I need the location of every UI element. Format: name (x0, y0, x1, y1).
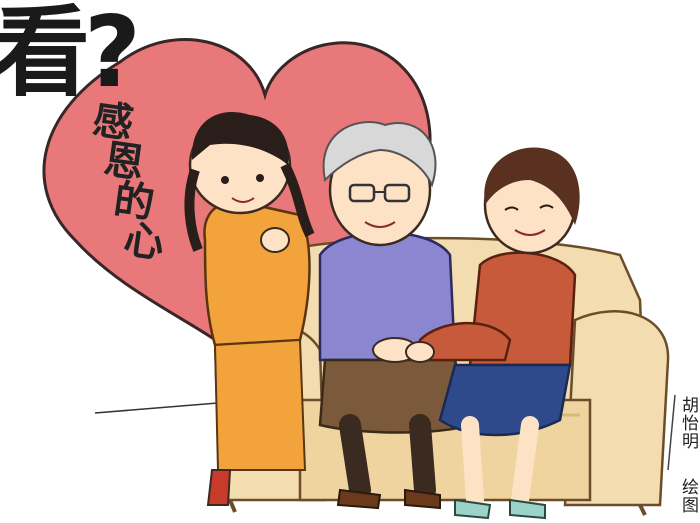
girl-figure (184, 112, 315, 506)
credit-divider (667, 394, 676, 471)
author-name-2: 怡 (682, 414, 699, 434)
headline-fragment: 看? (0, 0, 141, 110)
mother-figure (405, 147, 580, 520)
author-name-1: 胡 (682, 396, 699, 416)
author-name-3: 明 (682, 432, 699, 452)
heart-caption-4: 心 (120, 216, 168, 268)
floor-line (94, 401, 231, 414)
illustration-label-1: 绘 (682, 478, 699, 498)
illustration-label-2: 图 (682, 496, 699, 516)
